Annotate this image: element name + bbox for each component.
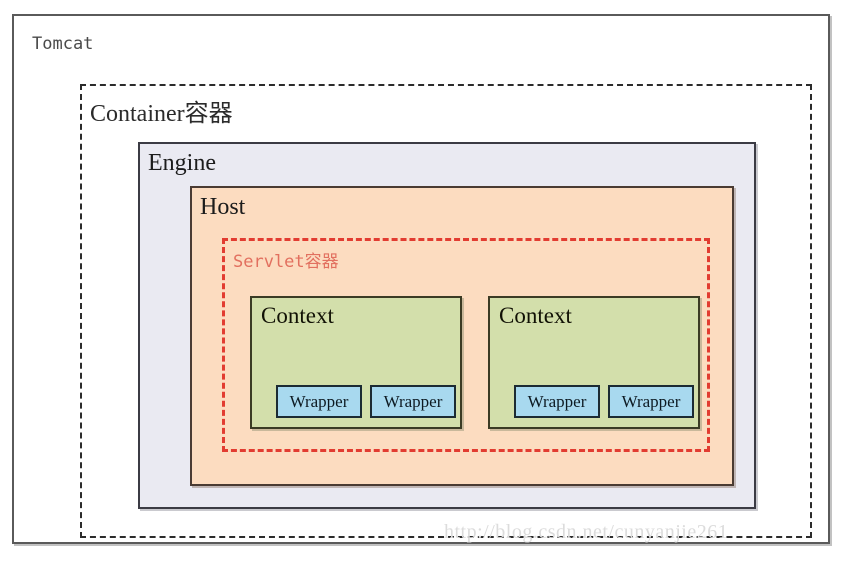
host-label: Host xyxy=(200,194,246,220)
tomcat-label: Tomcat xyxy=(32,34,94,54)
context-label: Context xyxy=(261,303,334,328)
engine-label: Engine xyxy=(148,150,216,176)
tomcat-boundary: Tomcat Container容器 Engine Host Servlet容器… xyxy=(12,14,830,544)
wrapper-node: Wrapper xyxy=(608,385,694,418)
context-label: Context xyxy=(499,303,572,328)
servlet-container-boundary: Servlet容器 xyxy=(222,238,710,452)
context-node: Context Wrapper Wrapper xyxy=(250,296,462,429)
servlet-container-label: Servlet容器 xyxy=(233,252,339,272)
wrapper-label: Wrapper xyxy=(527,392,587,411)
wrapper-label: Wrapper xyxy=(383,392,443,411)
wrapper-label: Wrapper xyxy=(289,392,349,411)
wrapper-node: Wrapper xyxy=(370,385,456,418)
wrapper-node: Wrapper xyxy=(514,385,600,418)
wrapper-node: Wrapper xyxy=(276,385,362,418)
context-node: Context Wrapper Wrapper xyxy=(488,296,700,429)
wrapper-label: Wrapper xyxy=(621,392,681,411)
container-label: Container容器 xyxy=(90,101,233,127)
container-boundary: Container容器 xyxy=(80,84,812,538)
